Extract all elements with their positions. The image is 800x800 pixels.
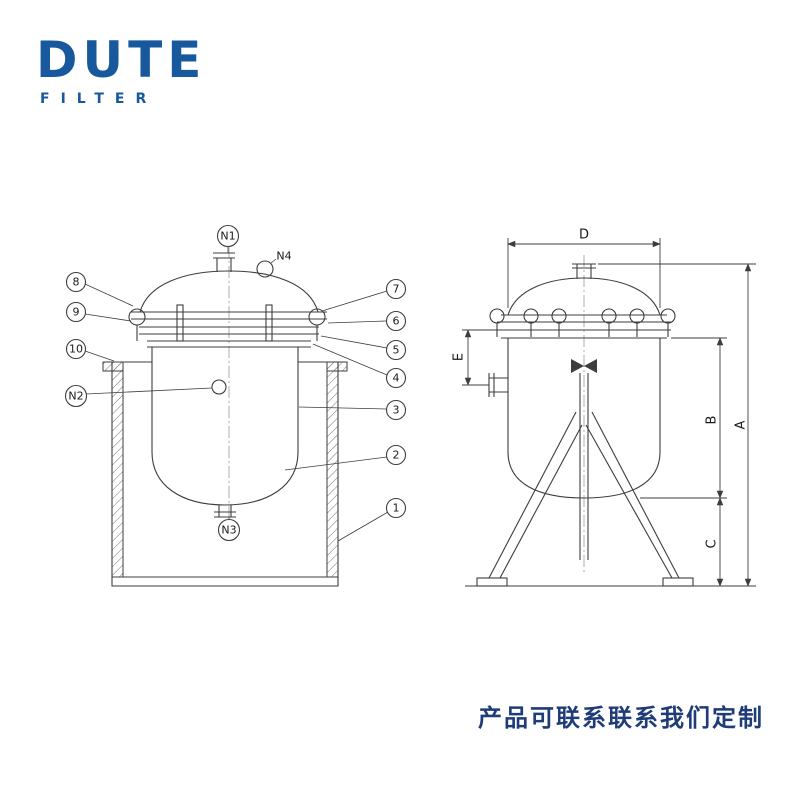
- side-swing-bolts: [489, 308, 676, 337]
- callout-10: 10: [65, 338, 115, 362]
- logo: DUTE FILTER: [36, 34, 206, 107]
- dimension-a: A: [598, 263, 756, 587]
- dim-c-text: C: [705, 539, 720, 548]
- callout-9: 9: [65, 301, 132, 323]
- dim-e-text: E: [452, 353, 467, 361]
- callout-2: 2: [284, 444, 407, 471]
- callout-6-text: 6: [393, 315, 400, 328]
- drain-nozzle: [214, 505, 236, 518]
- callout-1: 1: [337, 497, 407, 542]
- dimension-c: C: [705, 497, 724, 587]
- callout-9-text: 9: [73, 306, 80, 319]
- valve: [571, 359, 597, 373]
- callout-8-text: 8: [73, 276, 80, 289]
- callout-7-text: 7: [393, 283, 400, 296]
- n2-text: N2: [68, 390, 83, 403]
- callout-4: 4: [312, 343, 407, 389]
- n3-text: N3: [221, 524, 236, 537]
- footer-custom-note: 产品可联系联系我们定制: [478, 705, 764, 732]
- n4-text: N4: [276, 250, 291, 263]
- vent-fitting: [256, 258, 277, 278]
- top-nozzle: [213, 252, 235, 272]
- side-dome: [507, 277, 661, 316]
- side-top-nozzle: [572, 263, 596, 279]
- inner-vessel: [151, 347, 299, 518]
- front-section-view: N1 N4 N2 N3 8: [64, 224, 407, 587]
- callout-5-text: 5: [393, 344, 400, 357]
- tripod-stand: [465, 373, 756, 587]
- center-fitting-n2: [211, 379, 227, 395]
- dim-b-text: B: [705, 416, 720, 425]
- nozzle-label-n1: N1: [216, 224, 240, 253]
- swing-bolts: [128, 304, 326, 342]
- n1-text: N1: [220, 230, 235, 243]
- dimension-d: D: [507, 228, 661, 308]
- logo-brand-text: DUTE: [36, 31, 207, 89]
- nozzle-label-n4: N4: [276, 250, 291, 263]
- left-foot: [476, 577, 508, 587]
- dimension-b: B: [640, 337, 727, 499]
- callout-8: 8: [65, 271, 134, 307]
- side-elevation-view: D E B C: [452, 228, 756, 587]
- callout-3-text: 3: [393, 404, 400, 417]
- side-flange-lines: [497, 314, 671, 339]
- callout-5: 5: [320, 335, 407, 361]
- lid-flange-lines: [131, 311, 327, 348]
- nozzle-label-n2: N2: [64, 384, 213, 408]
- outer-housing: [102, 361, 348, 587]
- callout-3: 3: [298, 399, 407, 421]
- nozzle-label-n3: N3: [217, 517, 241, 542]
- callout-2-text: 2: [393, 449, 400, 462]
- dim-a-text: A: [734, 420, 749, 429]
- lid-dome: [139, 270, 319, 313]
- callout-1-text: 1: [393, 502, 400, 515]
- side-inlet-nozzle: [488, 373, 508, 397]
- callout-4-text: 4: [393, 372, 400, 385]
- dim-d-text: D: [579, 228, 589, 243]
- logo-subtitle-text: FILTER: [40, 90, 158, 107]
- dimension-e: E: [452, 329, 497, 386]
- right-foot: [662, 577, 694, 587]
- lid-assembly: [128, 252, 327, 348]
- callout-10-text: 10: [69, 343, 83, 356]
- callout-7: 7: [321, 278, 407, 312]
- callout-6: 6: [327, 310, 407, 332]
- side-vessel: [488, 263, 676, 499]
